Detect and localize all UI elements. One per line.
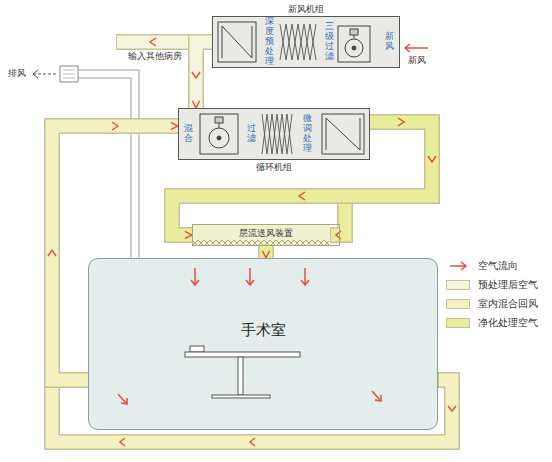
legend-text: 净化处理空气 bbox=[478, 316, 538, 330]
duct-body bbox=[260, 246, 273, 258]
legend-text: 室内混合回风 bbox=[478, 297, 538, 311]
flow-arrow bbox=[112, 122, 118, 130]
legend-arrow bbox=[446, 261, 470, 271]
fresh-air-unit: 新风机组深度预处理三级过滤新风 bbox=[212, 16, 400, 68]
legend-text: 预处理后空气 bbox=[478, 278, 538, 292]
legend-swatch bbox=[446, 318, 470, 328]
exhaust-arrow bbox=[33, 70, 38, 78]
node-text: 混合 bbox=[184, 124, 193, 144]
legend-row: 预处理后空气 bbox=[446, 275, 538, 294]
node-text: 手术室 bbox=[89, 321, 437, 340]
filter bbox=[262, 114, 292, 154]
legend-text: 空气流向 bbox=[478, 259, 518, 273]
duct-arrowhead bbox=[52, 126, 178, 380]
unit-section: 混合 bbox=[184, 124, 193, 144]
flow-arrow bbox=[192, 72, 200, 78]
legend-row: 空气流向 bbox=[446, 256, 538, 275]
node-text: 过滤 bbox=[247, 124, 256, 144]
duct-outline bbox=[52, 126, 178, 380]
air-duct bbox=[192, 42, 212, 108]
air-duct bbox=[266, 246, 267, 258]
exhaust-arrow bbox=[33, 74, 56, 75]
legend-row: 室内混合回风 bbox=[446, 294, 538, 313]
duct-arrowhead bbox=[266, 246, 267, 258]
coil bbox=[322, 114, 364, 154]
exhaust-pipe bbox=[78, 74, 135, 258]
duct-outline bbox=[172, 122, 432, 235]
duct-outline bbox=[258, 246, 274, 258]
fan bbox=[200, 114, 238, 154]
node-text: 层流送风装置 bbox=[193, 225, 339, 240]
filter bbox=[280, 24, 316, 60]
exhaust-grille bbox=[60, 66, 78, 82]
unit-title: 新风机组 bbox=[183, 3, 429, 16]
duct-arrowhead bbox=[172, 122, 432, 235]
node-text: 深度预处理 bbox=[265, 17, 274, 66]
operating-table bbox=[185, 346, 300, 398]
node-text: 新风 bbox=[385, 32, 394, 52]
laminar-supply: 层流送风装置 bbox=[192, 224, 340, 246]
exhaust-grille bbox=[63, 70, 75, 78]
air-duct bbox=[48, 122, 178, 380]
unit-section: 深度预处理 bbox=[265, 17, 274, 66]
fan bbox=[338, 26, 370, 62]
flow-arrow bbox=[48, 250, 56, 256]
node-text: 微调处理 bbox=[303, 114, 312, 154]
unit-section: 微调处理 bbox=[303, 114, 312, 154]
inlet-label: 新风 bbox=[408, 54, 426, 67]
legend-row: 净化处理空气 bbox=[446, 313, 538, 332]
flow-arrow bbox=[299, 192, 305, 200]
legend-swatch bbox=[446, 299, 470, 309]
circulation-unit: 循环机组混合过滤微调处理 bbox=[178, 108, 370, 160]
exhaust-pipe bbox=[78, 74, 135, 258]
exhaust-label: 排风 bbox=[8, 67, 26, 80]
node-text: 三级过滤 bbox=[325, 22, 334, 62]
flow-arrow bbox=[118, 38, 456, 446]
duct bbox=[52, 42, 452, 442]
flow-arrow bbox=[398, 118, 404, 126]
branch-label: 输入其他病房 bbox=[128, 50, 182, 63]
operating-room: 手术室 bbox=[88, 258, 438, 430]
room-ground bbox=[88, 258, 438, 430]
unit-section: 过滤 bbox=[247, 124, 256, 144]
coil bbox=[218, 22, 256, 62]
duct-body bbox=[52, 126, 178, 380]
unit-section: 三级过滤 bbox=[325, 22, 334, 62]
unit-casing bbox=[178, 108, 370, 160]
unit-title: 循环机组 bbox=[149, 161, 399, 174]
unit-section: 新风 bbox=[385, 32, 394, 52]
flow-arrow bbox=[428, 156, 436, 162]
duct-body bbox=[172, 122, 432, 235]
legend-swatch bbox=[446, 280, 470, 290]
unit-casing bbox=[212, 16, 400, 68]
